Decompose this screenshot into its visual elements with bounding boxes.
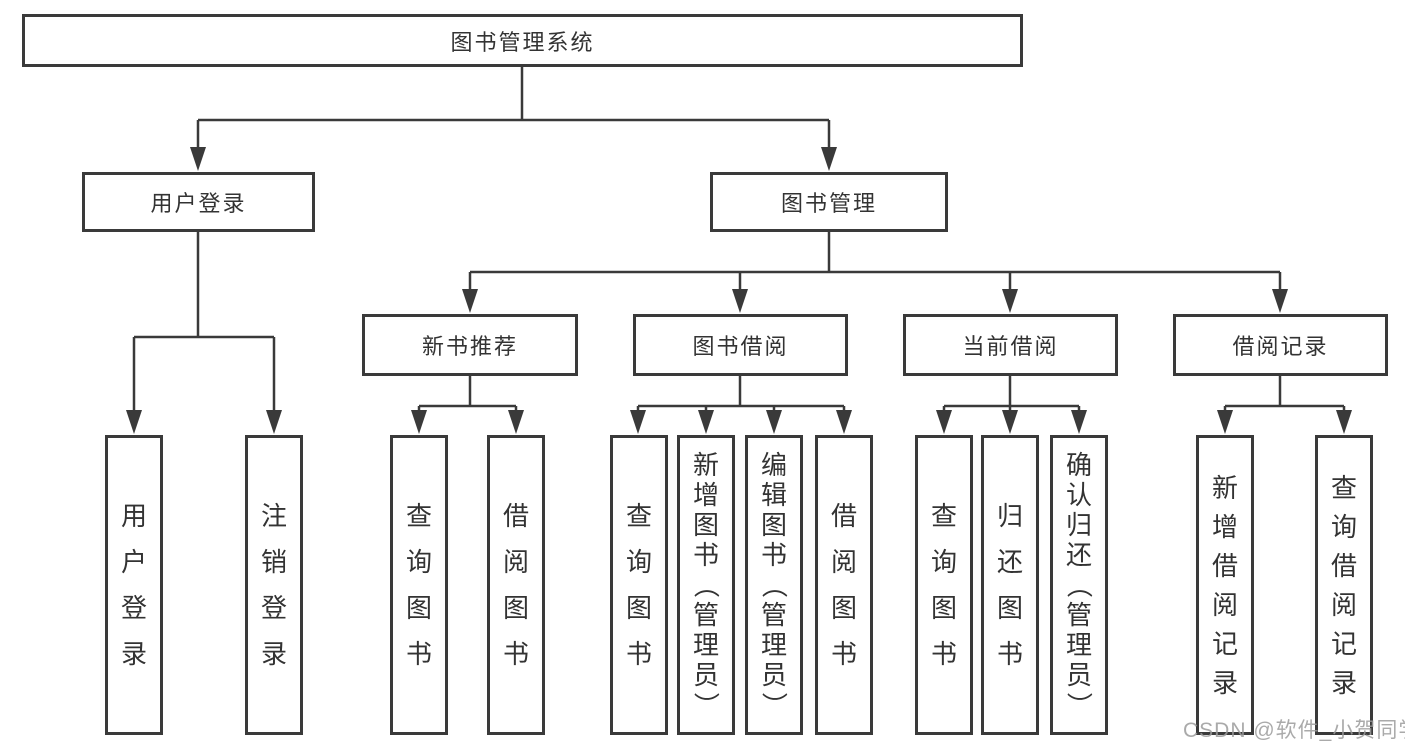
node-current-borrow: 当前借阅 bbox=[903, 314, 1118, 376]
leaf-add-borrow-record: 新增借阅记录 bbox=[1196, 435, 1254, 735]
leaf-confirm-return-admin-label: 确认归还（管理员） bbox=[1063, 450, 1094, 719]
leaf-edit-book-admin: 编辑图书（管理员） bbox=[745, 435, 803, 735]
leaf-query-books-2-label: 查询图书 bbox=[625, 501, 652, 669]
leaf-return-book-label: 归还图书 bbox=[996, 501, 1023, 669]
leaf-borrow-books-1-label: 借阅图书 bbox=[502, 501, 529, 669]
leaf-query-borrow-record-label: 查询借阅记录 bbox=[1330, 472, 1357, 698]
node-user-login: 用户登录 bbox=[82, 172, 315, 232]
leaf-confirm-return-admin: 确认归还（管理员） bbox=[1050, 435, 1108, 735]
leaf-query-books-1: 查询图书 bbox=[390, 435, 448, 735]
leaf-add-borrow-record-label: 新增借阅记录 bbox=[1211, 472, 1238, 698]
watermark: CSDN @软件_小贺同学 bbox=[1183, 719, 1405, 742]
leaf-logout-label: 注销登录 bbox=[260, 501, 287, 669]
node-library-system: 图书管理系统 bbox=[22, 14, 1023, 67]
node-new-book-recommend: 新书推荐 bbox=[362, 314, 578, 376]
node-book-management: 图书管理 bbox=[710, 172, 948, 232]
leaf-borrow-books-2-label: 借阅图书 bbox=[830, 501, 857, 669]
leaf-return-book: 归还图书 bbox=[981, 435, 1039, 735]
node-book-borrow: 图书借阅 bbox=[633, 314, 848, 376]
leaf-query-books-1-label: 查询图书 bbox=[405, 501, 432, 669]
leaf-add-book-admin-label: 新增图书（管理员） bbox=[690, 450, 721, 719]
leaf-user-login-label: 用户登录 bbox=[120, 501, 147, 669]
leaf-borrow-books-1: 借阅图书 bbox=[487, 435, 545, 735]
leaf-user-login: 用户登录 bbox=[105, 435, 163, 735]
leaf-query-books-2: 查询图书 bbox=[610, 435, 668, 735]
node-borrow-records: 借阅记录 bbox=[1173, 314, 1388, 376]
leaf-add-book-admin: 新增图书（管理员） bbox=[677, 435, 735, 735]
leaf-edit-book-admin-label: 编辑图书（管理员） bbox=[758, 450, 789, 719]
leaf-logout: 注销登录 bbox=[245, 435, 303, 735]
leaf-query-books-3: 查询图书 bbox=[915, 435, 973, 735]
leaf-borrow-books-2: 借阅图书 bbox=[815, 435, 873, 735]
leaf-query-borrow-record: 查询借阅记录 bbox=[1315, 435, 1373, 735]
leaf-query-books-3-label: 查询图书 bbox=[930, 501, 957, 669]
